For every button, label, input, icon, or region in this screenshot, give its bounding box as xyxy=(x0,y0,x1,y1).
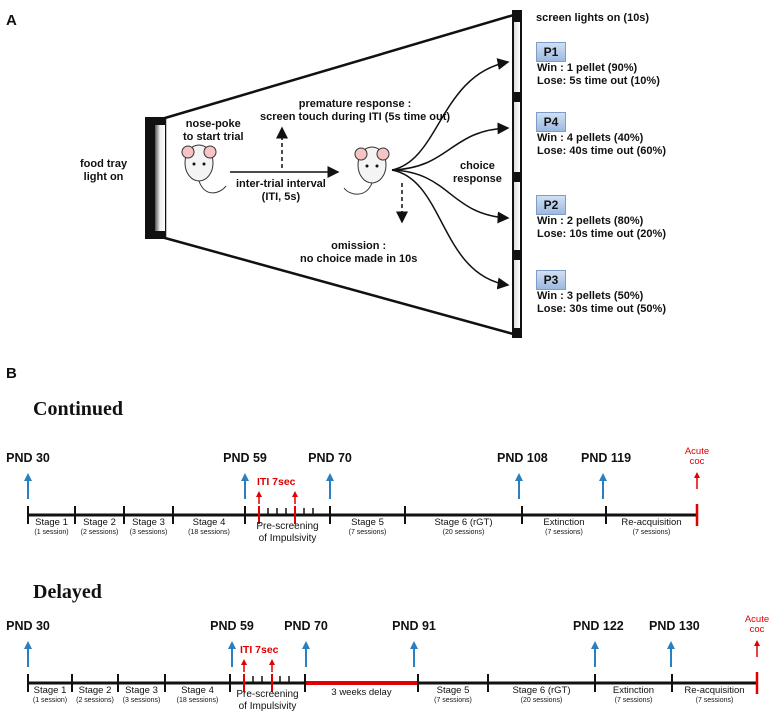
continued-stage-label: Stage 3(3 sessions) xyxy=(129,517,168,537)
delayed-pnd-label: PND 122 xyxy=(573,619,624,633)
screen-window-4 xyxy=(514,260,520,328)
mouse-icon-start xyxy=(181,144,227,194)
delayed-stage-label: Stage 3(3 sessions) xyxy=(122,685,161,705)
omission-label: omission :no choice made in 10s xyxy=(300,240,418,265)
delayed-stage-label: Stage 1(1 session) xyxy=(32,685,68,705)
continued-pnd-label: PND 70 xyxy=(308,451,352,465)
delayed-pnd-label: PND 130 xyxy=(649,619,700,633)
screen-window-3 xyxy=(514,182,520,250)
continued-iti-label: ITI 7sec xyxy=(257,476,296,488)
continued-stage-label: Stage 4(18 sessions) xyxy=(188,517,230,537)
screen-window-2 xyxy=(514,102,520,172)
delayed-stage-label: Stage 2(2 sessions) xyxy=(76,685,114,705)
continued-pnd-label: PND 108 xyxy=(497,451,548,465)
delayed-stage-label: Stage 5(7 sessions) xyxy=(434,685,472,705)
screen-lights-label: screen lights on (10s) xyxy=(536,12,650,24)
iti-label: inter-trial interval(ITI, 5s) xyxy=(236,178,326,203)
delayed-pnd-label: PND 30 xyxy=(6,619,50,633)
option-p4-text: Win : 4 pellets (40%)Lose: 40s time out … xyxy=(537,132,666,157)
continued-stage-label: Stage 6 (rGT)(20 sessions) xyxy=(434,517,493,537)
continued-pnd-label: PND 119 xyxy=(581,451,632,465)
panel-b-label: B xyxy=(6,365,17,382)
continued-stage-label: Re-acquisition(7 sessions) xyxy=(621,517,682,537)
continued-stage-label: Extinction(7 sessions) xyxy=(543,517,585,537)
continued-pnd-label: PND 59 xyxy=(223,451,267,465)
delayed-stage-label: Re-acquisition(7 sessions) xyxy=(684,685,745,705)
option-p4-box: P4 xyxy=(536,112,566,132)
option-p2-box: P2 xyxy=(536,195,566,215)
option-p3-text: Win : 3 pellets (50%)Lose: 30s time out … xyxy=(537,290,666,315)
option-p1-box: P1 xyxy=(536,42,566,62)
continued-pnd-label: PND 30 xyxy=(6,451,50,465)
panel-a-label: A xyxy=(6,12,17,29)
option-p2-text: Win : 2 pellets (80%)Lose: 10s time out … xyxy=(537,215,666,240)
delayed-stage-label: Stage 4(18 sessions) xyxy=(176,685,219,705)
delayed-pnd-label: PND 59 xyxy=(210,619,254,633)
delayed-pnd-label: PND 91 xyxy=(392,619,436,633)
continued-stage-label: Stage 2(2 sessions) xyxy=(80,517,119,537)
premature-response-label: premature response :screen touch during … xyxy=(260,98,451,123)
option-p1-text: Win : 1 pellet (90%)Lose: 5s time out (1… xyxy=(537,62,660,87)
delayed-title: Delayed xyxy=(33,581,102,603)
delayed-stage-label: Stage 6 (rGT)(20 sessions) xyxy=(512,685,571,705)
delayed-iti-label: ITI 7sec xyxy=(240,644,279,656)
delayed-stage-label: Extinction(7 sessions) xyxy=(612,685,655,705)
continued-stage-label: Stage 1(1 session) xyxy=(34,517,69,537)
delayed-pnd-label: PND 70 xyxy=(284,619,328,633)
delayed-delay-label: 3 weeks delay xyxy=(331,687,392,698)
continued-title: Continued xyxy=(33,398,124,420)
screen-wall xyxy=(512,10,522,338)
option-p3-box: P3 xyxy=(536,270,566,290)
screen-window-1 xyxy=(514,22,520,92)
mouse-icon-choice xyxy=(343,146,390,195)
continued-stage-label: Stage 5(7 sessions) xyxy=(348,517,387,537)
